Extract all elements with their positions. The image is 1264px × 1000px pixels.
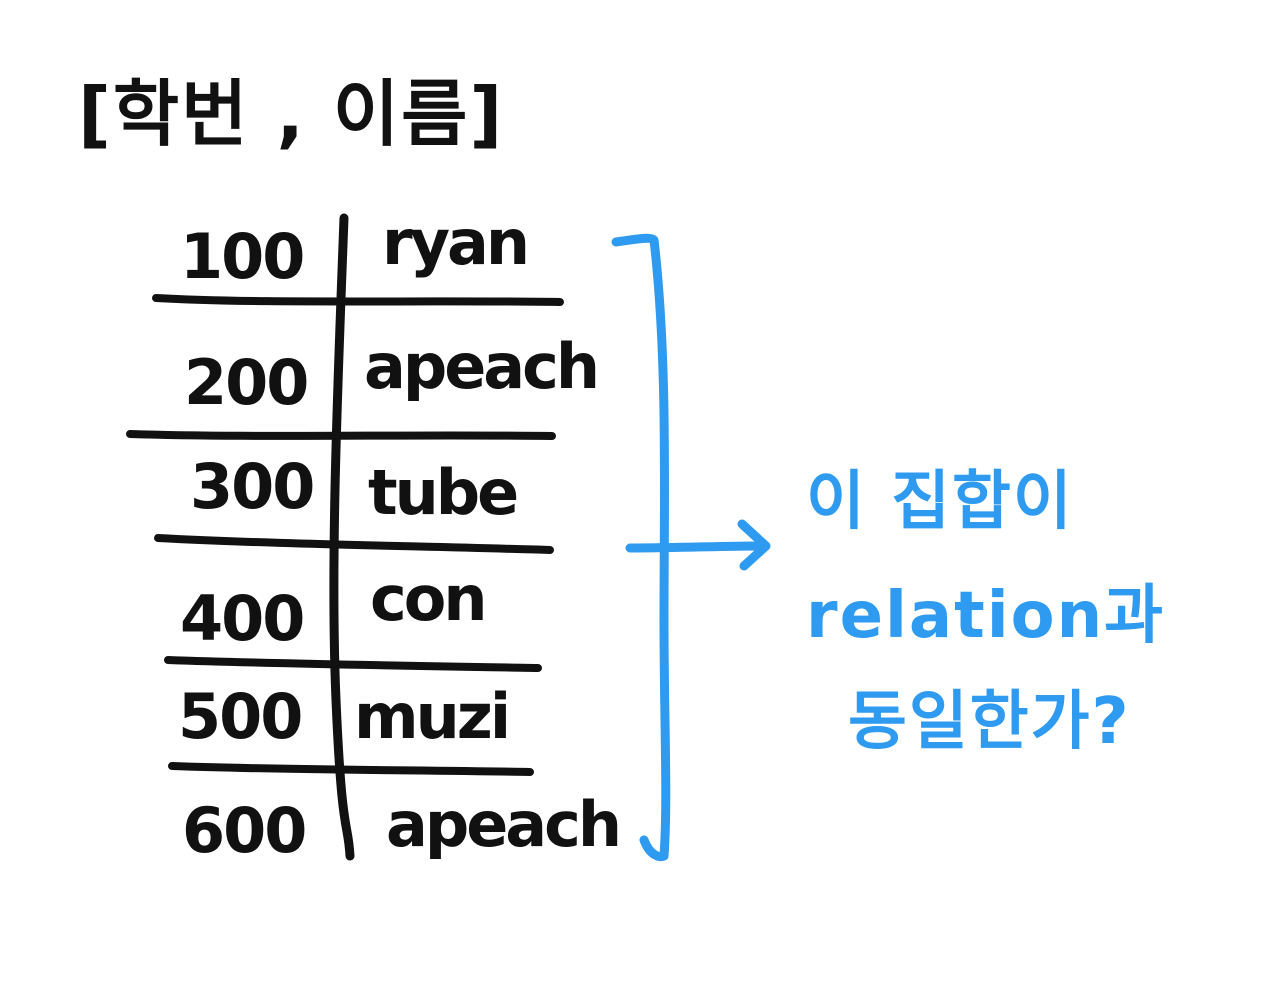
row-6-name: apeach [386, 788, 622, 861]
arrow-head-icon [737, 519, 771, 571]
row-4-name: con [370, 562, 487, 635]
row-2-id: 200 [184, 346, 309, 419]
note-line-2: relation과 [806, 579, 1166, 653]
row-3-id: 300 [190, 450, 315, 523]
note-line-3: 동일한가? [848, 685, 1131, 759]
row-1-name: ryan [382, 206, 530, 279]
row-1-id: 100 [180, 220, 305, 293]
note-line-1: 이 집합이 [806, 465, 1074, 539]
row-6-id: 600 [182, 794, 307, 867]
table-row-separator-4 [164, 656, 542, 672]
row-2-name: apeach [364, 330, 600, 403]
table-row-separator-2 [126, 430, 556, 440]
table-row-separator-3 [154, 534, 554, 554]
bracket-stroke [611, 233, 671, 862]
table-row-separator-1 [152, 294, 564, 306]
table-row-separator-5 [168, 762, 534, 776]
table-schema-title: [학번 , 이름] [78, 72, 505, 156]
row-5-name: muzi [354, 680, 511, 753]
arrow-stroke [625, 541, 767, 553]
row-3-name: tube [368, 456, 519, 529]
table-column-divider [329, 213, 355, 861]
row-5-id: 500 [178, 680, 303, 753]
row-4-id: 400 [180, 582, 305, 655]
